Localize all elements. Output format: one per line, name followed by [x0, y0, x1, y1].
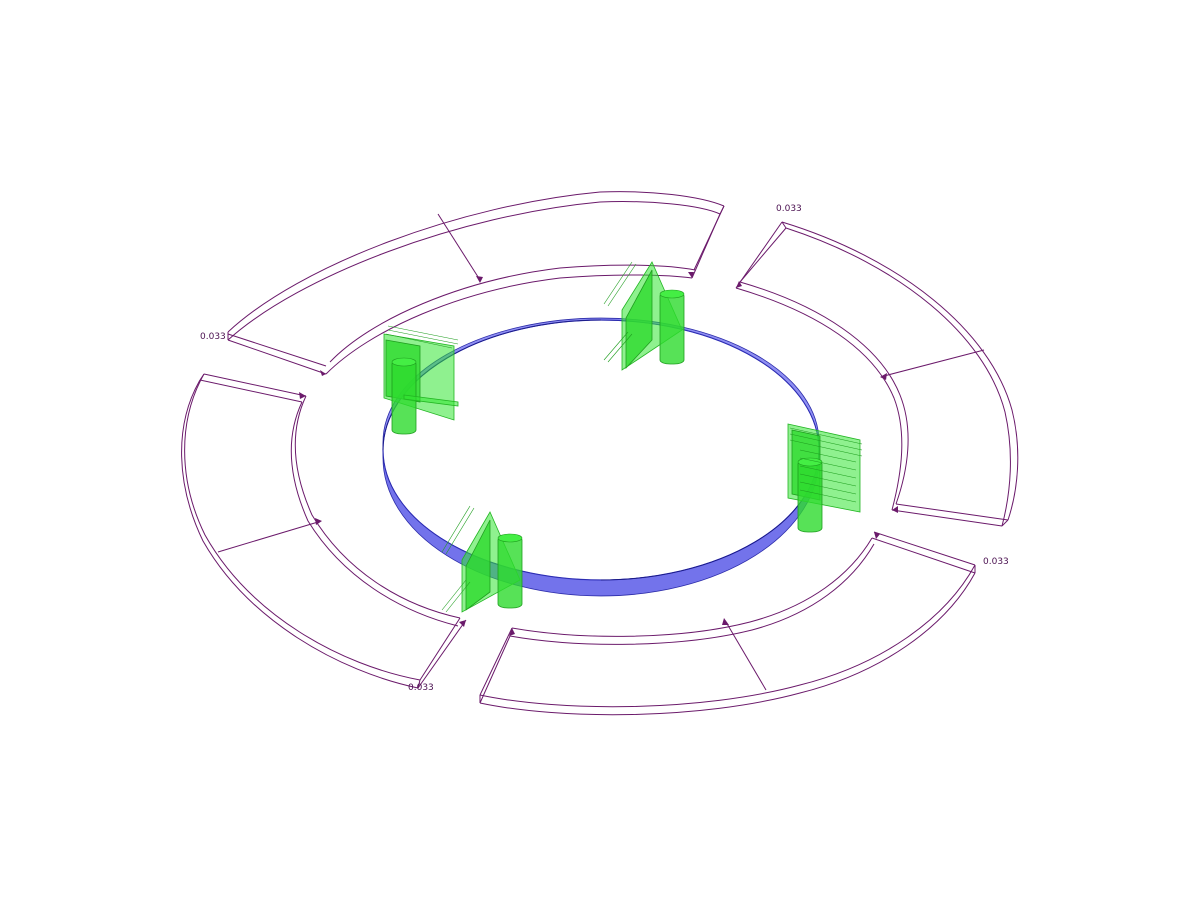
support-left[interactable] — [383, 325, 459, 435]
supports — [383, 261, 863, 613]
annular-load-segments — [181, 191, 1019, 716]
load-label-right: 0.033 — [983, 557, 1009, 567]
load-segment-top[interactable] — [227, 191, 725, 376]
support-top[interactable] — [603, 261, 685, 371]
load-label-top-right: 0.033 — [776, 204, 802, 214]
support-bottom[interactable] — [441, 505, 523, 613]
support-right[interactable] — [787, 423, 863, 533]
load-label-left: 0.033 — [200, 332, 226, 342]
load-segment-right[interactable] — [735, 221, 1019, 527]
load-segment-left[interactable] — [181, 373, 467, 689]
load-label-bottom-left: 0.033 — [408, 683, 434, 693]
load-value-labels: 0.033 0.033 0.033 0.033 — [200, 204, 1009, 693]
load-segment-bottom[interactable] — [479, 531, 976, 716]
